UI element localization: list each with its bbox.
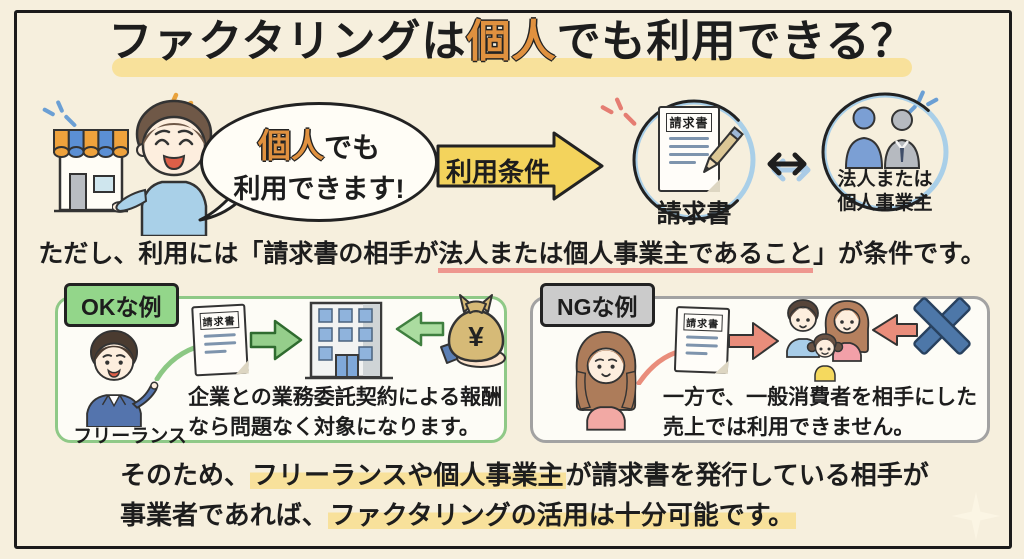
invoice-doc-icon: 請求書 [658,106,720,192]
speech-bubble: 個人でも 利用できます! [200,102,438,222]
money-bag-icon: ¥ [439,291,513,371]
sparkle-icon [42,100,77,128]
ng-invoice-doc-title: 請求書 [682,313,723,332]
title-emphasis: 個人 [466,17,557,66]
page-title: ファクタリングは個人でも利用できる？ [0,16,1024,69]
right-arrow-icon [436,131,604,201]
conclusion-line1-highlight: フリーランスや個人事業主 [250,460,566,490]
circle-outline-icon [821,92,949,212]
partner-circle: 法人または 個人事業主 [816,90,954,222]
both-directions-arrow-icon [767,152,811,182]
ng-example-box: 請求書 [530,296,990,443]
usage-condition-label: 利用条件 [445,157,550,187]
ok-invoice-doc-icon: 請求書 [191,303,249,377]
conclusion-line2-highlight: ファクタリングの活用は十分可能です。 [327,500,797,530]
consumer-woman-illustration [575,330,637,431]
ng-caption-line1: 一方で、一般消費者を相手にした [663,386,978,409]
freelancer-label: フリーランス [73,426,187,447]
partner-label-line2: 個人事業主 [837,193,933,214]
ok-caption-line2: なら問題なく対象になります。 [188,416,480,439]
ng-invoice-doc-icon: 請求書 [673,306,731,374]
family-icon [786,299,870,382]
sparkle-icon [600,97,637,126]
pencil-icon [703,126,744,173]
shopkeeper-illustration [112,99,213,236]
conclusion-line1: そのため、フリーランスや個人事業主が請求書を発行している相手が [120,455,929,495]
title-highlight-bar [112,58,912,77]
ng-caption: 一方で、一般消費者を相手にした 売上では利用できません。 [663,383,977,443]
title-post: でも利用できる？ [556,17,916,66]
ng-caption-line2: 売上では利用できません。 [663,416,915,439]
condition-post: 」が条件です。 [813,240,986,268]
circle-outline-icon [632,99,756,221]
ok-flow-arrow-icon [249,319,303,361]
two-person-icon [844,106,921,169]
ng-block-arrow-icon [872,314,918,346]
ng-badge: NGな例 [540,283,655,327]
border-frame [14,10,1012,549]
freelancer-illustration [86,329,159,427]
invoice-circle: 請求書 請求書 [628,96,760,228]
speech-emphasis: 個人 [257,126,324,164]
ok-caption-line1: 企業との業務委託契約による報酬 [188,386,503,409]
conclusion-line1-pre: そのため、 [120,460,251,490]
speech-rest: でも [323,131,380,163]
conclusion: そのため、フリーランスや個人事業主が請求書を発行している相手が 事業者であれば、… [120,455,929,535]
conclusion-line2: 事業者であれば、ファクタリングの活用は十分可能です。 [120,495,929,535]
condition-sentence: ただし、利用には「請求書の相手が法人または個人事業主であること」が条件です。 [0,234,1024,273]
building-icon [305,301,393,380]
speech-line1: 個人でも [258,119,380,167]
cross-icon [913,297,971,355]
shop-icon [52,129,130,213]
condition-pre: ただし、利用には「請求書の相手が [38,240,439,268]
conclusion-line2-pre: 事業者であれば、 [120,500,328,530]
partner-label-line1: 法人または [837,169,933,190]
ok-caption: 企業との業務委託契約による報酬 なら問題なく対象になります。 [188,383,502,443]
invoice-doc-title: 請求書 [666,113,712,132]
yen-symbol: ¥ [468,321,484,352]
speech-line2: 利用できます! [233,173,405,204]
ng-flow-arrow-icon [728,322,779,360]
ok-badge: OKな例 [64,283,179,327]
invoice-circle-label: 請求書 [656,200,732,228]
usage-condition-arrow: 利用条件 [436,130,606,202]
condition-underlined: 法人または個人事業主であること [438,240,814,273]
payment-arrow-icon [395,311,445,347]
conclusion-line1-post: が請求書を発行している相手が [565,460,929,490]
title-pre: ファクタリングは [108,17,467,66]
ok-invoice-doc-title: 請求書 [199,311,239,331]
